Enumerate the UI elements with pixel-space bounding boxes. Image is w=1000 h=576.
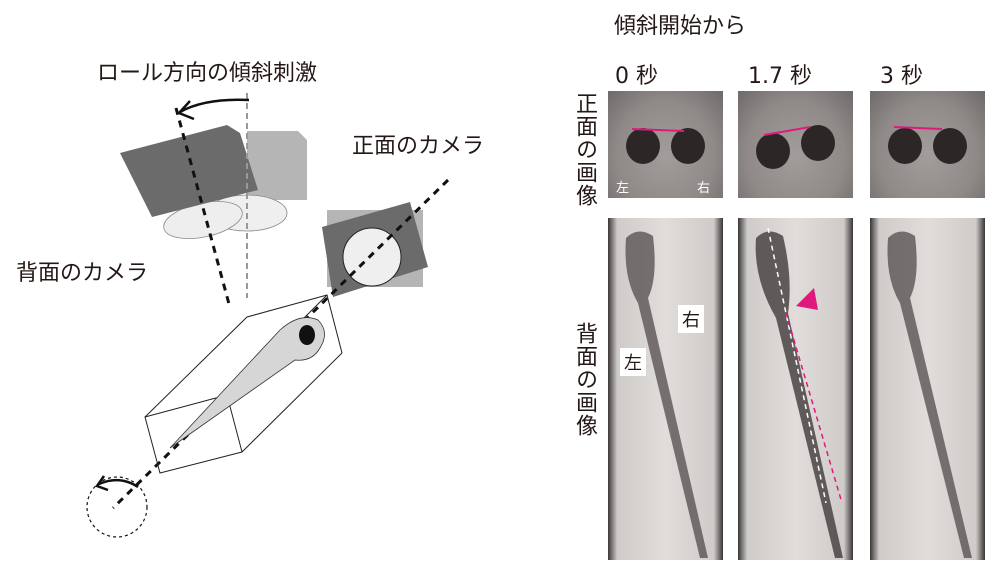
dorsal-right-label: 右 [678, 305, 704, 333]
row-label-front: 正面の画像 [572, 92, 597, 207]
zebrafish-larva [169, 317, 325, 449]
dorsal-camera-label: 背面のカメラ [16, 261, 149, 286]
vertical-axis-tilted [174, 107, 231, 305]
dorsal-image-1.7s [738, 218, 853, 560]
diagram-title: ロール方向の傾斜刺激 [97, 61, 318, 86]
front-image-1.7s [738, 91, 853, 198]
front-image-0s: 左 右 [608, 91, 723, 198]
front-camera-label: 正面のカメラ [352, 134, 485, 159]
arrowhead-marker-icon [796, 288, 818, 310]
fish-eye [299, 325, 315, 345]
front-image-3s [870, 91, 985, 198]
dorsal-camera-tilted [120, 125, 258, 217]
time-label-1: 1.7 秒 [748, 64, 812, 89]
rotation-circle [86, 476, 148, 538]
dorsal-image-0s: 右 左 [608, 218, 723, 560]
time-label-2: 3 秒 [880, 64, 923, 89]
time-header: 傾斜開始から [614, 14, 747, 39]
dorsal-image-3s [870, 218, 985, 560]
front-left-label: 左 [616, 181, 630, 196]
front-right-label: 右 [697, 181, 711, 196]
time-label-0: 0 秒 [615, 64, 658, 89]
roll-arrow-icon [179, 98, 250, 114]
dorsal-left-label: 左 [620, 348, 646, 376]
front-camera-lens [342, 227, 402, 287]
rotation-arrow-icon [98, 478, 139, 489]
dorsal-camera-original [247, 131, 307, 200]
row-label-dorsal: 背面の画像 [572, 322, 597, 437]
